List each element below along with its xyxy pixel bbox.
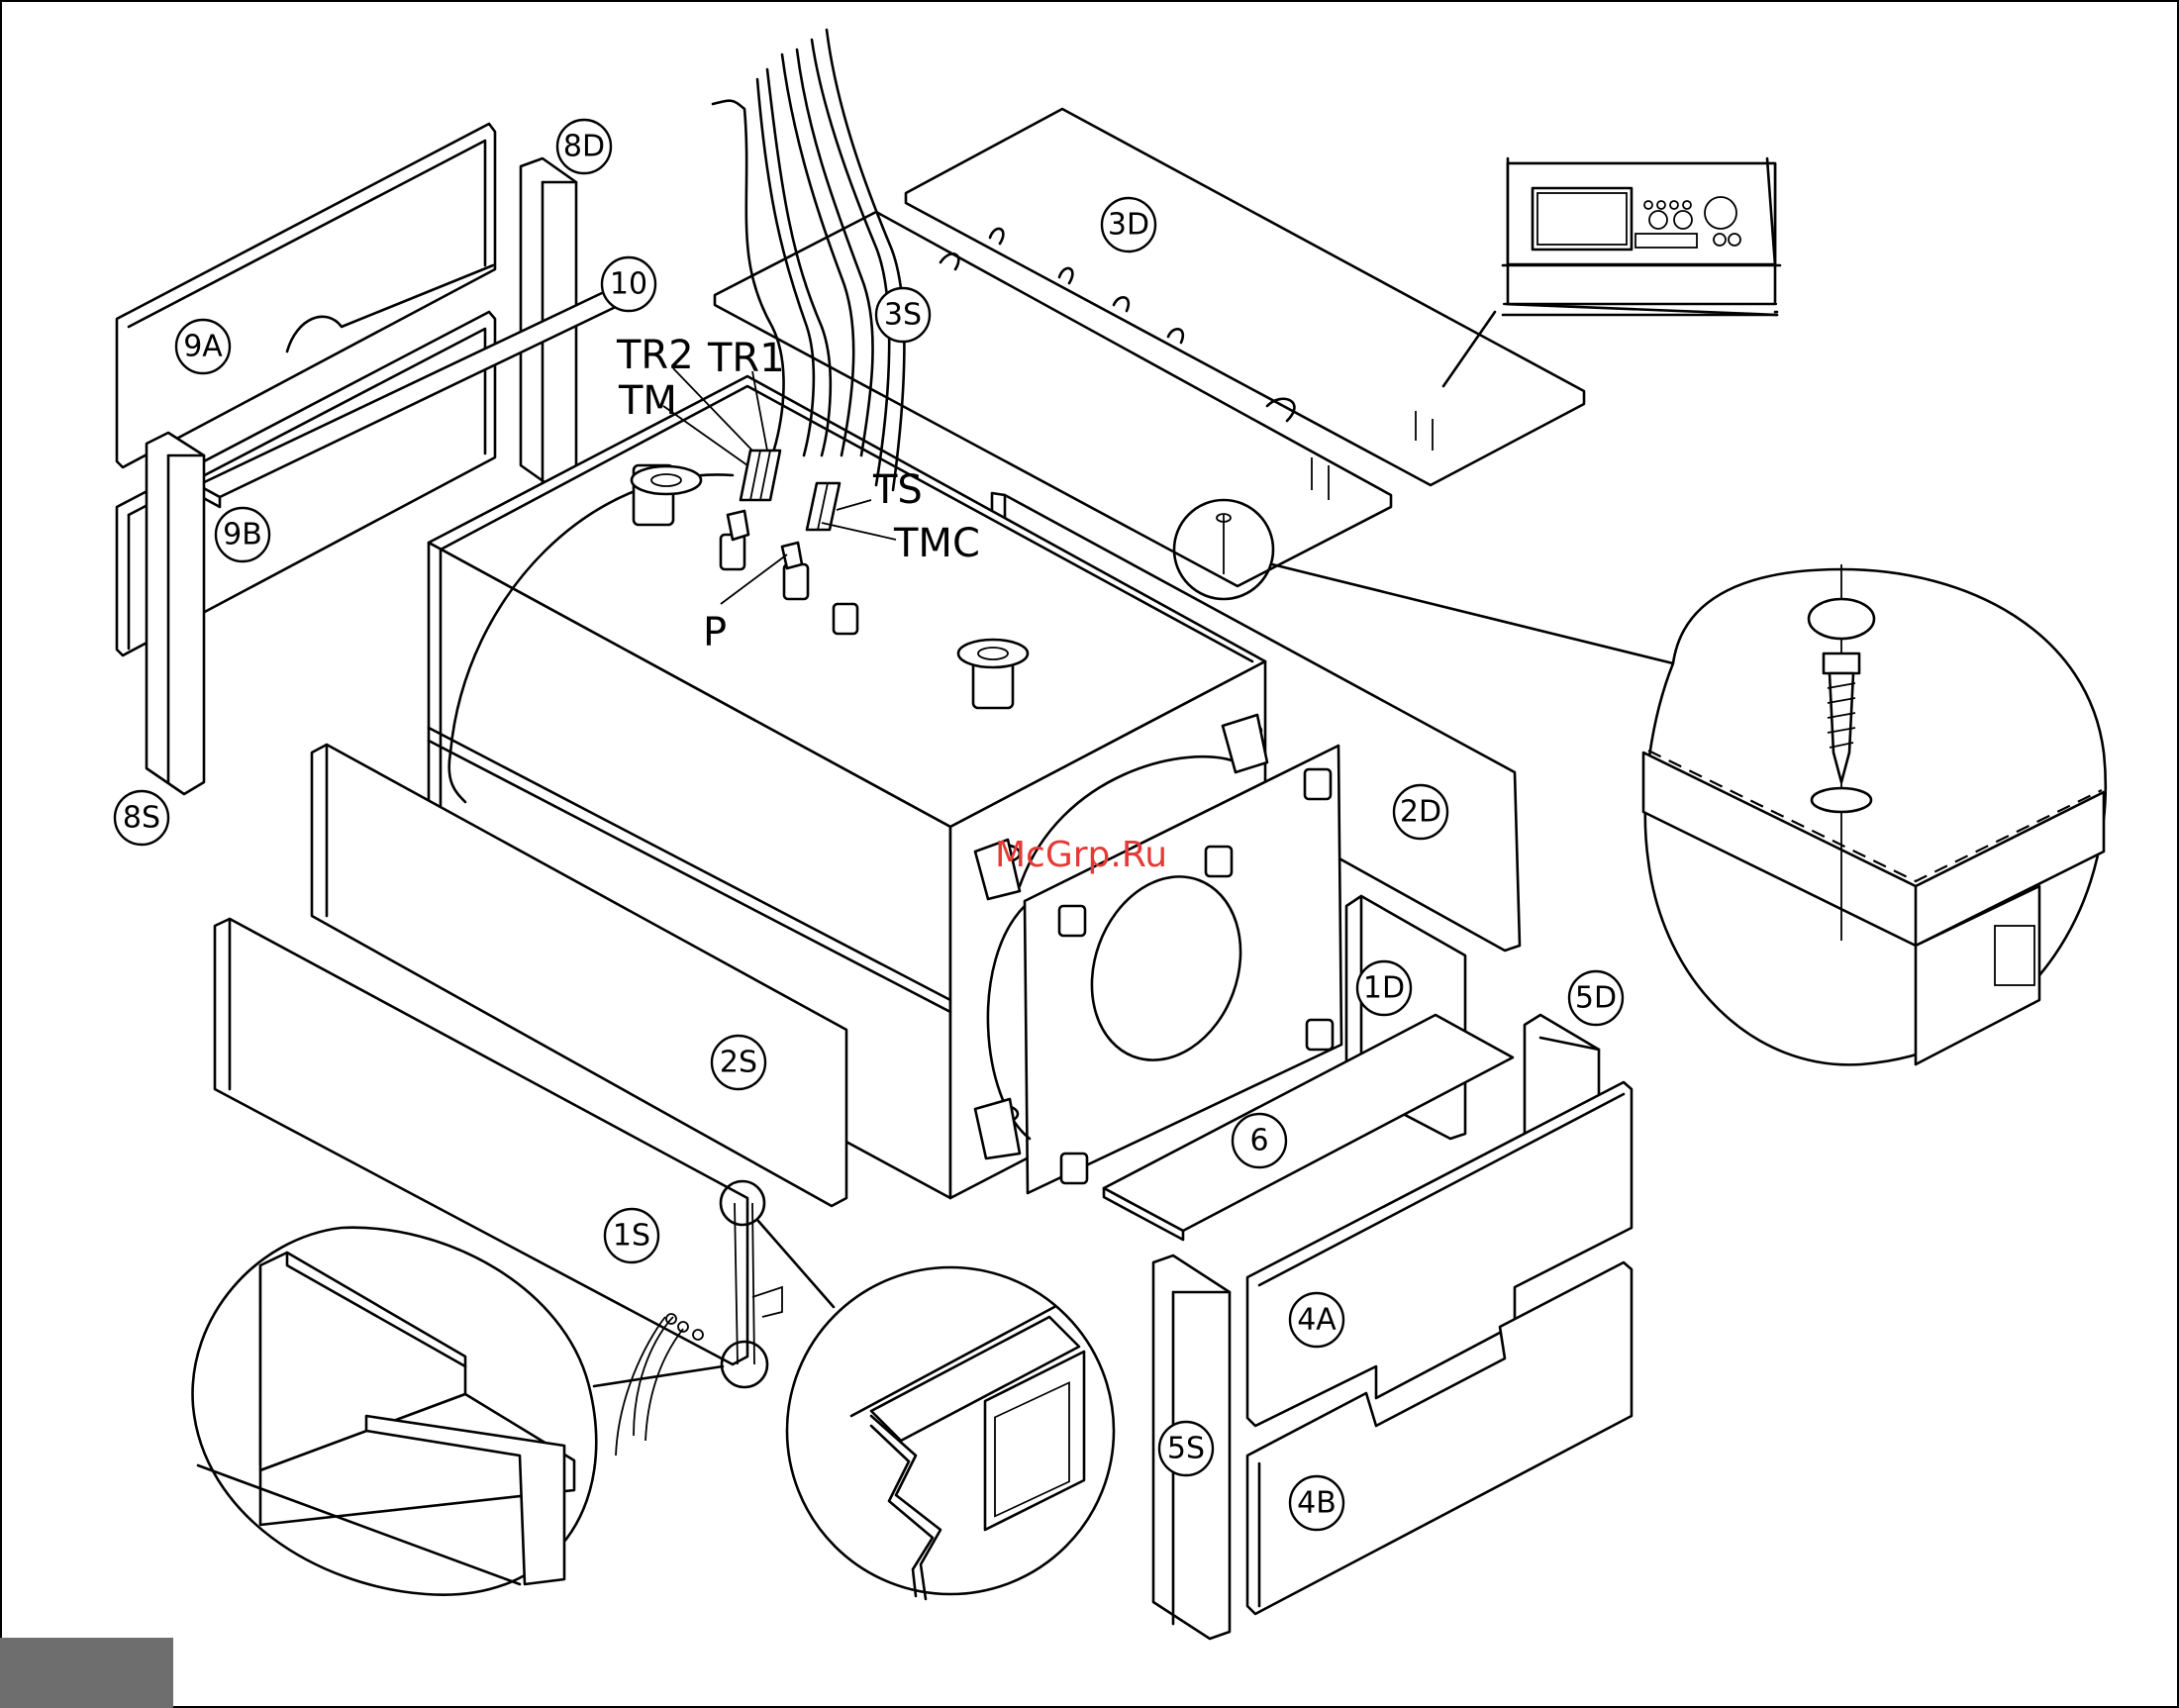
svg-text:4A: 4A [1297,1303,1337,1338]
svg-text:9A: 9A [183,330,223,364]
svg-text:1S: 1S [613,1219,650,1254]
label-ts: TS [872,467,923,513]
svg-text:3D: 3D [1108,208,1149,243]
post-8s [147,433,204,794]
svg-text:4B: 4B [1297,1486,1337,1521]
svg-text:5S: 5S [1167,1432,1205,1466]
label-5d: 5D [1569,971,1623,1025]
svg-text:5D: 5D [1575,981,1617,1016]
svg-text:2S: 2S [720,1046,757,1080]
label-tm: TM [618,378,677,424]
svg-text:10: 10 [610,267,647,302]
label-2s: 2S [712,1036,765,1089]
tube-detail [721,1181,1114,1599]
label-8d: 8D [557,120,611,173]
label-1s: 1S [605,1209,658,1262]
label-9b: 9B [216,508,269,561]
label-4b: 4B [1290,1476,1343,1530]
svg-text:3S: 3S [884,298,922,333]
label-8s: 8S [115,791,168,845]
label-2d: 2D [1394,785,1447,839]
corner-tab [0,1638,173,1708]
label-6: 6 [1233,1114,1286,1167]
svg-text:6: 6 [1249,1124,1268,1158]
label-tr2: TR2 [616,333,694,378]
label-10: 10 [602,257,655,311]
label-p: P [703,610,727,655]
svg-text:1D: 1D [1363,971,1405,1006]
label-tr1: TR1 [707,336,785,381]
label-9a: 9A [176,320,230,373]
svg-text:9B: 9B [223,518,262,553]
label-3d: 3D [1102,198,1155,251]
label-3s: 3S [876,288,930,342]
label-5s: 5S [1159,1422,1213,1475]
watermark: McGrp.Ru [995,835,1167,875]
label-4a: 4A [1290,1293,1343,1347]
svg-text:8S: 8S [123,801,160,836]
label-tmc: TMC [893,521,980,566]
svg-text:8D: 8D [563,130,605,164]
svg-text:2D: 2D [1400,795,1441,830]
label-1d: 1D [1357,961,1411,1015]
